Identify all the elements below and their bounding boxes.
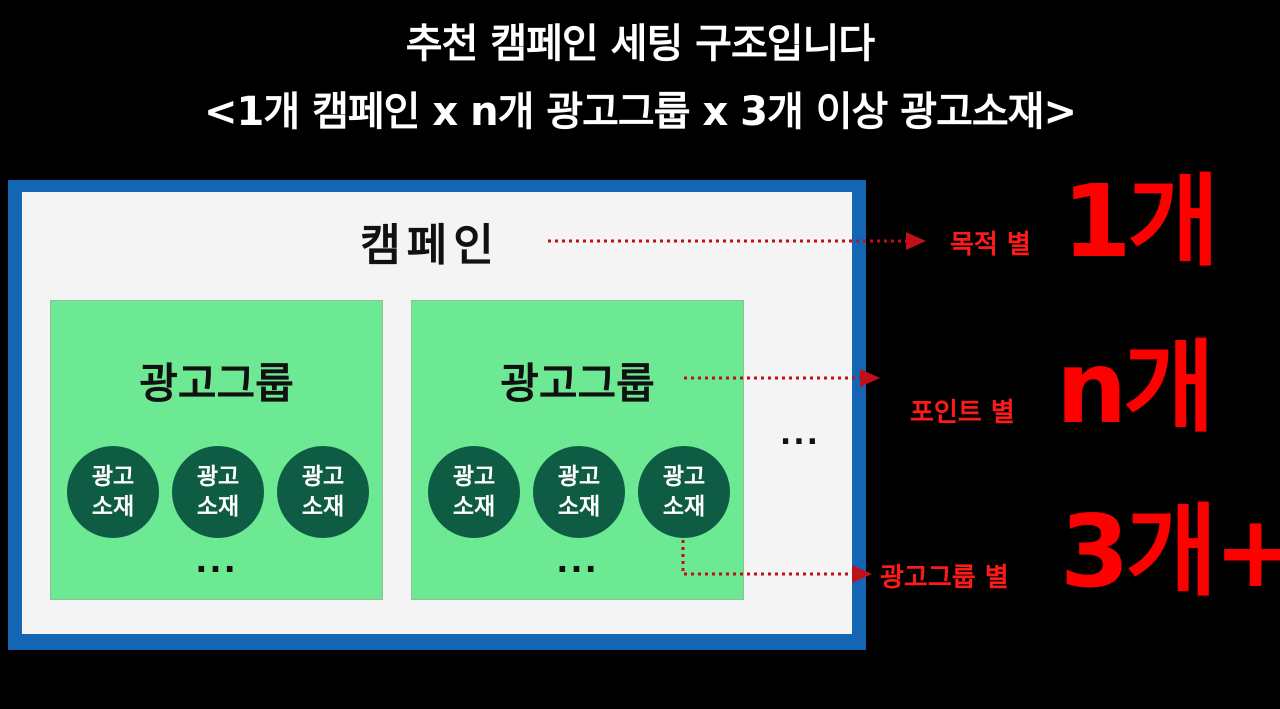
more-creatives-ellipsis: ... — [195, 542, 238, 580]
annotation-value-campaign: 1개 — [1062, 163, 1220, 280]
ad-creative-label-line2: 소재 — [301, 494, 345, 520]
annotation-label-campaign: 목적 별 — [950, 230, 1031, 260]
ad-group-label: 광고그룹 — [139, 359, 294, 408]
ad-creative-circle: 광고 소재 — [277, 446, 369, 538]
title-line-2: <1개 캠페인 x n개 광고그룹 x 3개 이상 광고소재> — [204, 89, 1077, 135]
more-creatives-ellipsis: ... — [556, 542, 599, 580]
arrowhead-icon — [860, 369, 880, 387]
ad-group-label: 광고그룹 — [500, 359, 655, 408]
ad-creative-label-line1: 광고 — [452, 464, 496, 490]
ad-creative-label-line1: 광고 — [662, 464, 706, 490]
ad-creative-circle: 광고 소재 — [67, 446, 159, 538]
annotation-value-ad-group: n개 — [1056, 329, 1215, 446]
ad-creative-circle: 광고 소재 — [638, 446, 730, 538]
ad-creative-label-line2: 소재 — [452, 494, 496, 520]
ad-creative-label-line1: 광고 — [301, 464, 345, 490]
ad-group-box-1: 광고그룹 광고 소재 광고 소재 광고 소재 ... — [50, 300, 383, 600]
arrowhead-icon — [906, 232, 926, 250]
ad-creative-label-line1: 광고 — [196, 464, 240, 490]
campaign-label: 캠페인 — [360, 220, 500, 271]
more-ad-groups-ellipsis: ... — [779, 417, 821, 452]
annotation-label-creative: 광고그룹 별 — [880, 563, 1009, 593]
ad-creative-label-line2: 소재 — [557, 494, 601, 520]
ad-creative-label-line1: 광고 — [557, 464, 601, 490]
ad-creative-circle: 광고 소재 — [533, 446, 625, 538]
ad-creative-circle: 광고 소재 — [428, 446, 520, 538]
ad-creative-label-line1: 광고 — [91, 464, 135, 490]
ad-creative-circle: 광고 소재 — [172, 446, 264, 538]
ad-creative-label-line2: 소재 — [91, 494, 135, 520]
ad-creative-label-line2: 소재 — [662, 494, 706, 520]
annotation-value-creative: 3개+ — [1060, 493, 1280, 610]
ad-creative-label-line2: 소재 — [196, 494, 240, 520]
ad-group-box-2: 광고그룹 광고 소재 광고 소재 광고 소재 ... — [411, 300, 744, 600]
arrow-line-creative — [681, 540, 852, 576]
arrowhead-icon — [852, 565, 872, 583]
annotation-label-ad-group: 포인트 별 — [910, 398, 1015, 428]
title-line-1: 추천 캠페인 세팅 구조입니다 — [405, 21, 875, 67]
